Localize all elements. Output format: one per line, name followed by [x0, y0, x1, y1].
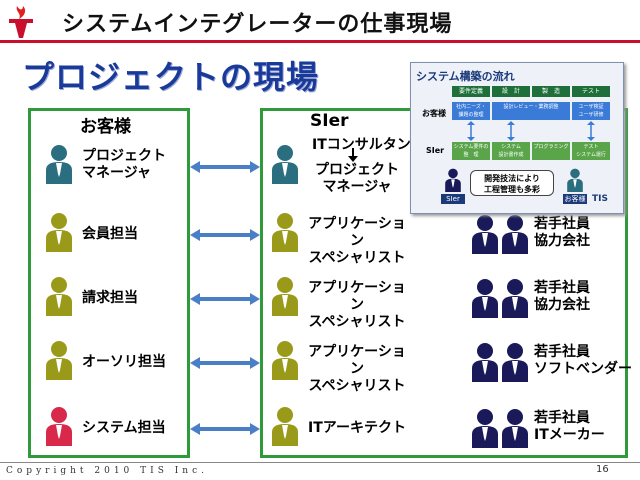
double-arrow-icon [190, 161, 260, 173]
inset-customer-cell: ユーザ検証 ユーザ研修 [572, 102, 610, 120]
si-role-label: プロジェクト マネージャ [315, 162, 399, 195]
team-label: 若手社員 ソフトベンダー [534, 344, 632, 377]
inset-si-cell: プログラミング [532, 142, 570, 160]
si-role-label: アプリケーション スペシャリスト [308, 280, 406, 330]
customer-title: お客様 [80, 117, 131, 137]
section-title: プロジェクトの現場 [22, 58, 320, 96]
si-title: SIer [310, 111, 349, 131]
customer-person-icon [46, 213, 72, 252]
inset-phase: 設 計 [492, 86, 530, 97]
si-person-icon [272, 341, 298, 380]
copyright: Copyright 2010 TIS Inc. [6, 466, 208, 476]
team-person-icon [502, 279, 528, 318]
team-person-icon [502, 343, 528, 382]
si-person-icon [272, 407, 298, 446]
customer-person-icon [46, 407, 72, 446]
it-consultant-label: ITコンサルタント [312, 137, 425, 153]
team-label: 若手社員 ITメーカー [534, 410, 605, 443]
inset-customer-cell: 社内ニーズ・ 課題の整理 [452, 102, 490, 120]
team-person-icon [502, 215, 528, 254]
inset-phase: 要件定義 [452, 86, 490, 97]
inset-si-cell: システム 設計書作成 [492, 142, 530, 160]
customer-role-label: 請求担当 [82, 290, 138, 306]
team-label: 若手社員 協力会社 [534, 280, 590, 313]
customer-role-label: オーソリ担当 [82, 354, 166, 370]
customer-role-label: システム担当 [82, 420, 166, 436]
customer-person-icon [46, 277, 72, 316]
inset-phase: 製 造 [532, 86, 570, 97]
customer-person-icon [46, 145, 72, 184]
si-role-label: ITアーキテクト [308, 420, 406, 436]
si-person-icon [272, 213, 298, 252]
inset-customer-person-icon [567, 168, 583, 192]
inset-customer-cell: 設計レビュー・業務調整 [492, 102, 570, 120]
customer-role-label: プロジェクト マネージャ [82, 148, 166, 181]
team-person-icon [472, 279, 498, 318]
si-role-label: アプリケーション スペシャリスト [308, 344, 406, 394]
inset-badge-customer: お客様 [563, 194, 587, 204]
team-label: 若手社員 協力会社 [534, 216, 590, 249]
team-person-icon [472, 215, 498, 254]
si-person-icon [272, 145, 298, 184]
inset-bubble: 開発技法により 工程管理も多彩 [470, 170, 554, 196]
inset-lane-customer: お客様 [422, 109, 446, 118]
page-number: 16 [596, 464, 609, 475]
si-role-label: アプリケーション スペシャリスト [308, 216, 406, 266]
inset-lane-si: SIer [426, 146, 445, 155]
customer-person-icon [46, 341, 72, 380]
double-arrow-icon [190, 293, 260, 305]
slide-title: システムインテグレーターの仕事現場 [62, 12, 453, 37]
header-rule [0, 40, 640, 43]
inset-phase: テスト [572, 86, 610, 97]
team-person-icon [472, 409, 498, 448]
inset-si-cell: システム要件の 整 理 [452, 142, 490, 160]
inset-si-cell: テスト システム運行 [572, 142, 610, 160]
team-person-icon [502, 409, 528, 448]
customer-role-label: 会員担当 [82, 226, 138, 242]
inset-link-arrow-icon [587, 121, 595, 141]
inset-link-arrow-icon [467, 121, 475, 141]
double-arrow-icon [190, 423, 260, 435]
footer-rule [0, 462, 640, 463]
si-person-icon [272, 277, 298, 316]
double-arrow-icon [190, 229, 260, 241]
torch-logo-icon [9, 6, 33, 38]
inset-badge-si: SIer [441, 194, 465, 204]
inset-link-arrow-icon [507, 121, 515, 141]
inset-si-person-icon [445, 168, 461, 192]
inset-title: システム構築の流れ [416, 70, 515, 83]
team-person-icon [472, 343, 498, 382]
down-arrow-icon [348, 148, 358, 162]
tis-logo: TIS [592, 194, 608, 204]
double-arrow-icon [190, 357, 260, 369]
